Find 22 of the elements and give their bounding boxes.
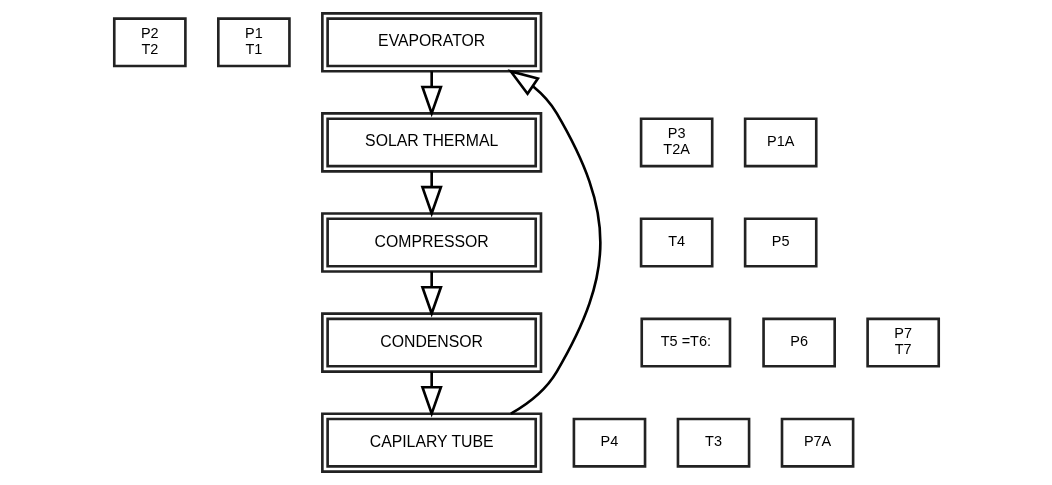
node-box: P6 xyxy=(761,317,836,368)
node-box: P4 xyxy=(572,417,646,468)
arrow xyxy=(420,171,443,218)
arrow xyxy=(420,371,443,418)
node-box: COMPRESSOR xyxy=(320,212,542,273)
arrow xyxy=(420,71,443,118)
node-box: T3 xyxy=(676,417,750,468)
node-box: P7 T7 xyxy=(865,317,940,368)
arrow xyxy=(420,271,443,318)
arrow xyxy=(507,69,602,415)
node-box: T4 xyxy=(639,217,713,268)
node-box: T5 =T6: xyxy=(639,317,731,368)
node-box: CONDENSOR xyxy=(320,312,542,373)
node-box: SOLAR THERMAL xyxy=(320,112,542,173)
node-box: P2 T2 xyxy=(112,17,187,68)
node-box: P7A xyxy=(780,417,854,468)
node-box: EVAPORATOR xyxy=(320,12,542,73)
node-box: P3 T2A xyxy=(639,117,713,168)
node-box: CAPILARY TUBE xyxy=(320,412,542,473)
node-box: P5 xyxy=(743,217,818,268)
node-box: P1A xyxy=(743,117,818,168)
node-box: P1 T1 xyxy=(216,17,291,68)
